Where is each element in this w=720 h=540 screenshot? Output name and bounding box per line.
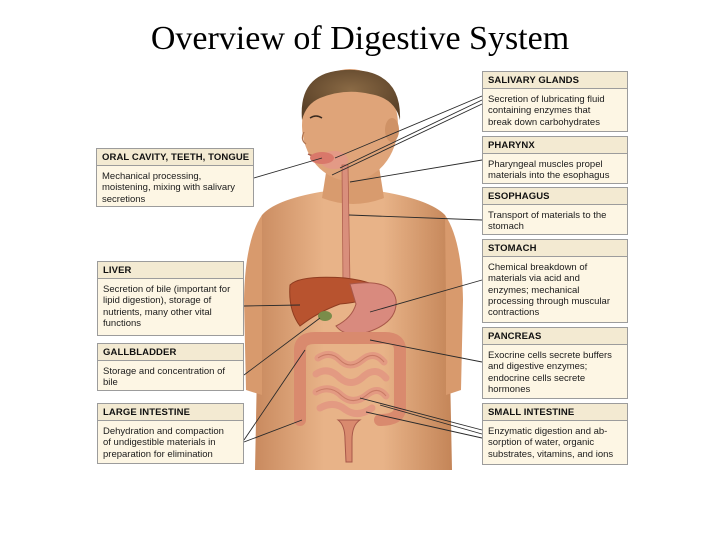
salivary-glands-box: SALIVARY GLANDS Secretion of lubricating… [482, 71, 628, 132]
esophagus-heading: ESOPHAGUS [483, 188, 627, 205]
oral-cavity-text: Mechanical processing, moistening, mixin… [102, 171, 236, 205]
ear [385, 118, 399, 142]
page-title: Overview of Digestive System [150, 20, 570, 57]
oral-cavity-box: ORAL CAVITY, TEETH, TONGUE Mechanical pr… [96, 148, 254, 207]
stomach-box: STOMACH Chemical breakdown of materials … [482, 239, 628, 323]
gallbladder-text: Storage and concentration of bile [103, 366, 226, 389]
pharynx-text: Pharyngeal muscles propel materials into… [488, 159, 610, 182]
nose [301, 131, 307, 145]
gallbladder-heading: GALLBLADDER [98, 344, 243, 361]
pancreas-text: Exocrine cells secrete buffers and diges… [488, 350, 612, 395]
esophagus-box: ESOPHAGUS Transport of materials to the … [482, 187, 628, 235]
small-intestine-box: SMALL INTESTINE Enzymatic digestion and … [482, 403, 628, 465]
liver-heading: LIVER [98, 262, 243, 279]
pharynx-box: PHARYNX Pharyngeal muscles propel materi… [482, 136, 628, 184]
oral-cavity-heading: ORAL CAVITY, TEETH, TONGUE [97, 149, 253, 166]
large-intestine-box: LARGE INTESTINE Dehydration and compacti… [97, 403, 244, 464]
gallbladder [318, 311, 332, 321]
liver-text: Secretion of bile (important for lipid d… [103, 284, 231, 329]
esophagus-text: Transport of materials to the stomach [488, 210, 607, 233]
liver-box: LIVER Secretion of bile (important for l… [97, 261, 244, 336]
gallbladder-box: GALLBLADDER Storage and concentration of… [97, 343, 244, 391]
stomach-heading: STOMACH [483, 240, 627, 257]
small-intestine-text: Enzymatic digestion and ab- sorption of … [488, 426, 614, 460]
large-intestine-text: Dehydration and compaction of undigestib… [103, 426, 224, 460]
large-intestine [294, 332, 406, 426]
salivary-glands-text: Secretion of lubricating fluid containin… [488, 94, 605, 128]
pancreas-box: PANCREAS Exocrine cells secrete buffers … [482, 327, 628, 399]
large-intestine-heading: LARGE INTESTINE [98, 404, 243, 421]
rectum [336, 419, 362, 463]
left-arm [244, 215, 262, 395]
pancreas-heading: PANCREAS [483, 328, 627, 345]
stomach-text: Chemical breakdown of materials via acid… [488, 262, 610, 319]
small-intestine-heading: SMALL INTESTINE [483, 404, 627, 421]
leader-lines [243, 95, 483, 443]
salivary-glands-heading: SALIVARY GLANDS [483, 72, 627, 89]
right-arm [445, 215, 463, 395]
hair [301, 69, 401, 120]
pharynx-heading: PHARYNX [483, 137, 627, 154]
eye [309, 115, 323, 119]
